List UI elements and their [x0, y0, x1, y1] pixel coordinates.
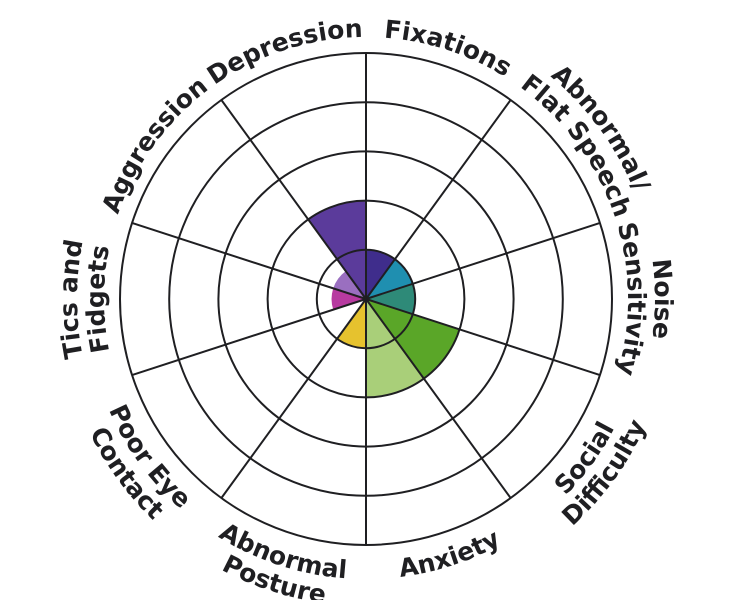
sector-noise-sensitivity — [366, 283, 416, 315]
sector-aggression — [333, 271, 366, 299]
sector-tics-and-fidgets — [331, 288, 366, 310]
sector-abnormal-posture — [337, 299, 366, 349]
chart-sectors — [308, 200, 460, 398]
category-label-noise-sensitivity: Noise — [646, 258, 678, 341]
category-label-aggression: Aggression — [96, 71, 213, 217]
category-label-line: Fixations — [383, 15, 517, 83]
sector-fixations — [366, 249, 395, 299]
grid-spoke-3 — [365, 222, 601, 300]
category-label-depression: Depression — [202, 14, 363, 90]
grid-spoke-5 — [365, 298, 512, 499]
sector-abnormal-flat-speech — [366, 259, 413, 299]
category-label-line: Depression — [202, 14, 363, 90]
category-label-line: Noise — [646, 258, 678, 341]
category-label-line: Sensitivity — [612, 219, 651, 379]
category-label-line: Fidgets — [81, 243, 115, 355]
grid-spoke-4 — [365, 298, 601, 376]
category-label-noise-sensitivity: Sensitivity — [612, 219, 651, 379]
chart-grid — [119, 52, 613, 546]
grid-spoke-7 — [220, 298, 367, 499]
sector-social-difficulty — [366, 299, 460, 379]
category-label-fixations: Fixations — [383, 15, 517, 83]
grid-spoke-9 — [131, 222, 367, 300]
category-label-line: Aggression — [96, 71, 213, 217]
category-label-line: Anxiety — [397, 524, 505, 583]
grid-spoke-10 — [220, 99, 367, 300]
sector-depression — [308, 200, 366, 299]
grid-spoke-2 — [365, 99, 512, 300]
sector-anxiety — [366, 299, 424, 398]
category-label-anxiety: Anxiety — [397, 524, 505, 583]
grid-spoke-8 — [131, 298, 367, 376]
category-label-tics-and-fidgets: Fidgets — [81, 243, 115, 355]
